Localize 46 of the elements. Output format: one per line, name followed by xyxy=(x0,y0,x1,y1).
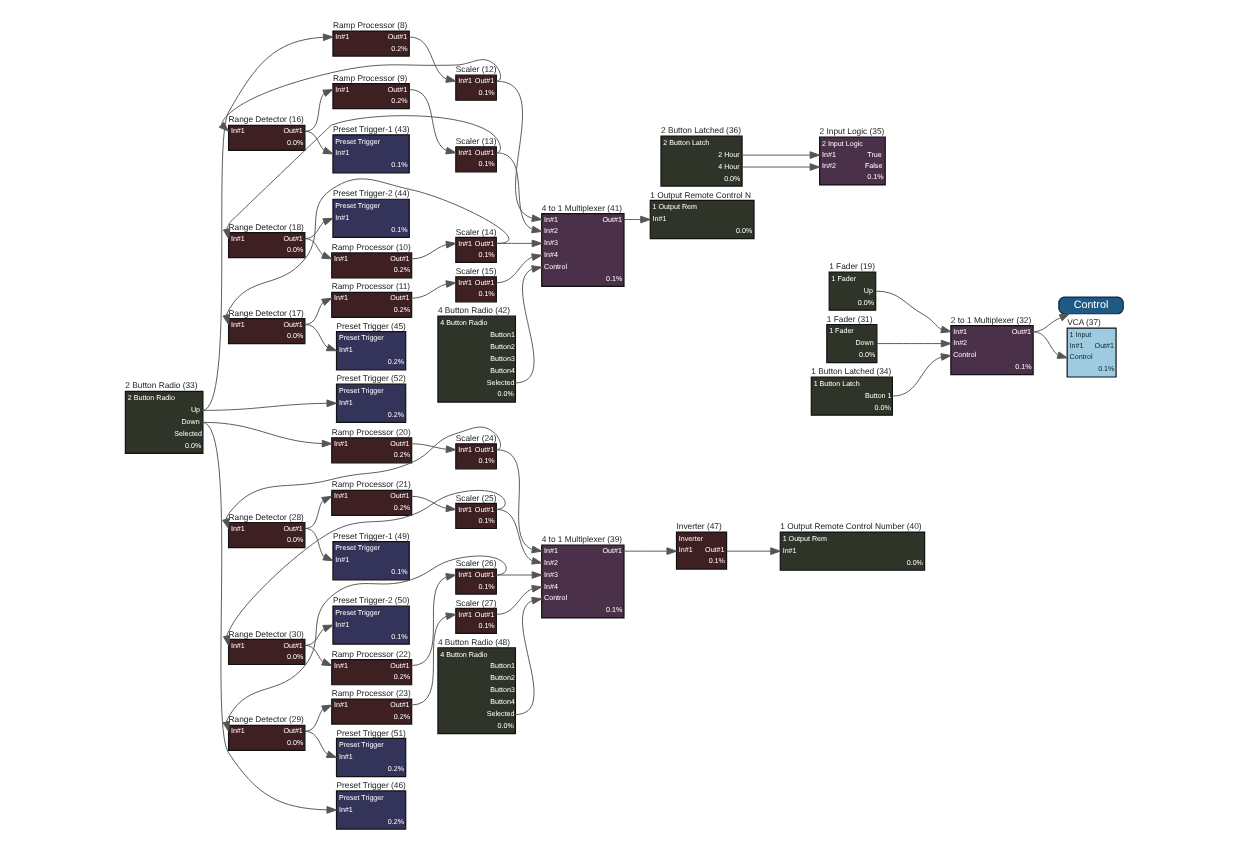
arrow xyxy=(304,217,334,240)
arrow xyxy=(304,704,333,732)
arrow xyxy=(495,152,543,234)
arrow xyxy=(304,238,333,260)
arrow xyxy=(495,508,543,565)
arrow xyxy=(201,421,333,448)
arrow xyxy=(410,573,457,667)
arrow xyxy=(222,178,510,325)
arrow xyxy=(222,555,507,732)
arrow xyxy=(304,644,333,667)
arrow xyxy=(495,80,543,222)
arrow xyxy=(410,280,457,299)
arrow xyxy=(410,612,457,706)
arrow xyxy=(891,353,952,397)
arrow xyxy=(875,290,952,334)
arrow xyxy=(495,449,543,554)
arrow xyxy=(201,421,337,814)
arrow xyxy=(1032,331,1068,359)
arrow xyxy=(726,547,781,555)
arrow xyxy=(304,495,333,529)
arrow xyxy=(218,59,502,132)
arrow xyxy=(741,163,821,171)
arrow xyxy=(410,240,457,260)
arrow xyxy=(304,730,337,758)
arrow xyxy=(408,89,457,155)
arrow xyxy=(1032,313,1070,333)
arrow xyxy=(410,443,457,454)
arrow xyxy=(304,324,337,352)
arrow xyxy=(304,624,334,646)
arrow xyxy=(495,585,543,615)
arrow xyxy=(304,130,334,155)
arrow xyxy=(495,571,543,579)
arrow xyxy=(514,596,543,716)
arrow xyxy=(514,265,543,384)
arrow xyxy=(495,253,543,284)
arrow xyxy=(741,151,821,159)
arrow xyxy=(304,297,333,325)
arrow xyxy=(622,547,677,555)
arrow xyxy=(410,495,457,513)
arrow xyxy=(622,215,651,224)
arrow xyxy=(304,528,334,562)
arrow xyxy=(876,339,952,348)
arrow xyxy=(201,33,334,411)
arrow xyxy=(408,36,457,83)
arrow xyxy=(304,89,334,132)
arrow xyxy=(201,399,337,411)
